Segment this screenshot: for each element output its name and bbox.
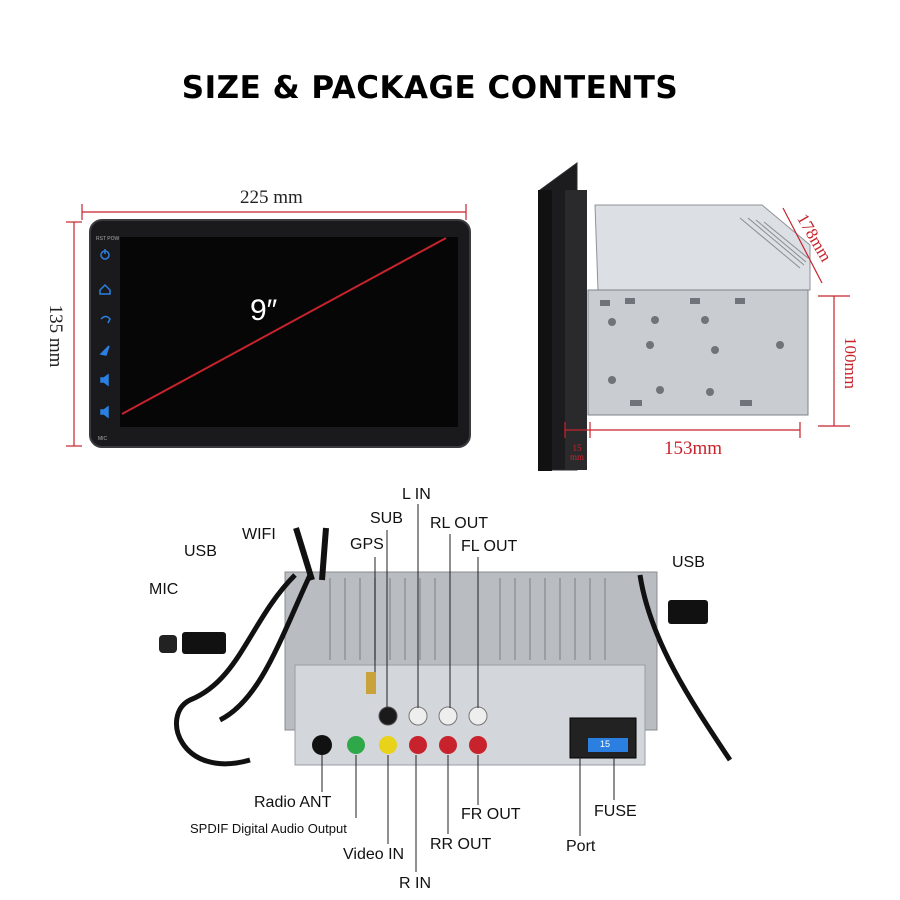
front-screen-unit bbox=[89, 219, 471, 448]
label-video-in: Video IN bbox=[343, 846, 405, 863]
power-icon bbox=[100, 249, 110, 260]
label-rr-out: RR OUT bbox=[430, 836, 492, 853]
label-mic: MIC bbox=[149, 581, 179, 598]
label-r-in: R IN bbox=[399, 875, 431, 892]
rear-chassis-unit bbox=[159, 527, 733, 767]
front-width-dimension bbox=[81, 204, 467, 220]
panel-depth-unit: mm bbox=[570, 452, 585, 462]
label-port: Port bbox=[566, 838, 596, 855]
label-gps: GPS bbox=[350, 536, 384, 553]
screen-diagonal-label: 9″ bbox=[250, 294, 278, 327]
front-height-label: 135 mm bbox=[45, 304, 66, 368]
label-fl-out: FL OUT bbox=[461, 538, 518, 555]
label-l-in: L IN bbox=[402, 486, 431, 503]
volume-up-icon bbox=[100, 373, 109, 387]
label-sub: SUB bbox=[370, 510, 403, 527]
front-height-dimension bbox=[66, 221, 82, 447]
volume-down-icon bbox=[100, 405, 109, 419]
side-chassis-unit bbox=[538, 162, 811, 471]
side-length-label: 153mm bbox=[664, 438, 723, 459]
side-dimensions bbox=[564, 207, 850, 438]
label-rl-out: RL OUT bbox=[430, 515, 489, 532]
leader-lines bbox=[321, 504, 615, 872]
panel-depth-value: 15 bbox=[572, 443, 582, 453]
fuse-value: 15 bbox=[600, 739, 611, 749]
label-spdif: SPDIF Digital Audio Output bbox=[190, 821, 347, 836]
panel-depth-label: 15 mm bbox=[570, 444, 584, 462]
label-radio-ant: Radio ANT bbox=[254, 794, 332, 811]
rca-bottom-row bbox=[312, 735, 487, 755]
home-icon bbox=[99, 283, 111, 295]
back-icon bbox=[100, 315, 111, 324]
label-fr-out: FR OUT bbox=[461, 806, 521, 823]
front-top-bar-text: RST POW bbox=[96, 236, 120, 242]
label-wifi: WIFI bbox=[242, 526, 276, 543]
label-fuse: FUSE bbox=[594, 803, 637, 820]
front-side-icons bbox=[99, 249, 111, 419]
label-usb-left: USB bbox=[184, 543, 217, 560]
label-usb-right: USB bbox=[672, 554, 705, 571]
side-height-label: 100mm bbox=[841, 337, 860, 389]
rca-top-row bbox=[378, 706, 488, 726]
navigation-icon bbox=[99, 345, 110, 356]
page-title: SIZE & PACKAGE CONTENTS bbox=[181, 70, 679, 106]
front-mic-text: MIC bbox=[98, 436, 108, 442]
front-width-label: 225 mm bbox=[240, 187, 303, 208]
